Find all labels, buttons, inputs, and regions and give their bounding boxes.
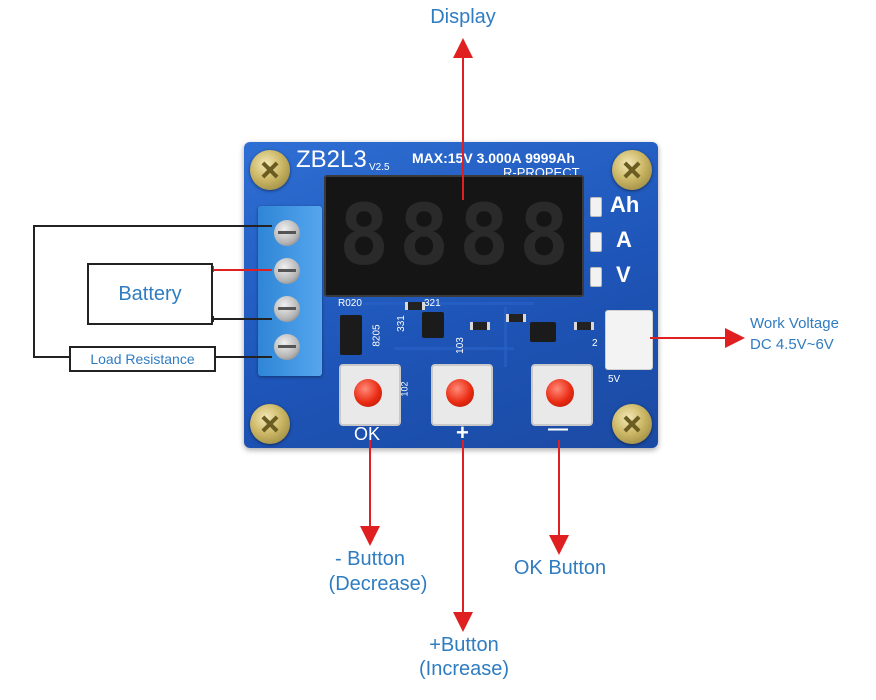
ok-button[interactable] [339,364,401,426]
minus-button-callout-line2: (Decrease) [328,573,428,595]
mounting-screw-icon [250,150,290,190]
minus-button-cap [546,379,574,407]
display-digit: 8 [338,186,390,284]
mounting-screw-icon [250,404,290,444]
minus-button-callout-line1: - Button [334,548,406,570]
mounting-screw-icon [612,404,652,444]
indicator-label-ah: Ah [610,192,640,217]
battery-box: Battery [87,263,213,325]
pcb-trace [394,347,514,350]
smd-resistor [470,322,490,330]
mounting-screw-icon [612,150,652,190]
pcb-trace [504,307,507,367]
terminal-screw-icon [274,220,300,246]
board-spec: MAX:15V 3.000A 9999Ah [412,150,575,166]
seven-segment-display: 8 8 8 8 [324,175,584,297]
plus-button-cap [446,379,474,407]
smd-resistor [574,322,594,330]
silk-plus: + [456,420,469,445]
plus-button-callout-line2: (Increase) [418,658,510,680]
terminal-screw-icon [274,258,300,284]
silk-ok: OK [354,424,381,444]
terminal-screw-icon [274,334,300,360]
board-model: ZB2L3 [296,146,367,173]
display-digit: 8 [518,186,570,284]
smd-resistor [405,302,425,310]
board-version: V2.5 [369,162,390,173]
terminal-block [258,206,322,376]
plus-button-callout-line1: +Button [429,634,499,656]
indicator-led-ah [590,197,602,217]
silk-321: 321 [424,298,441,309]
indicator-led-v [590,267,602,287]
indicator-led-a [590,232,602,252]
silk-minus: — [548,418,568,440]
ok-button-callout: OK Button [513,557,607,579]
pcb-trace [364,302,534,305]
display-callout: Display [430,6,496,28]
power-connector [605,310,653,370]
indicator-label-v: V [616,262,631,287]
silk-r020: R020 [338,298,362,309]
minus-button[interactable] [531,364,593,426]
chip-regulator [530,322,556,342]
silk-5v: 5V [608,374,621,385]
work-voltage-callout-line1: Work Voltage [750,315,839,332]
indicator-label-a: A [616,227,632,252]
work-voltage-callout-line2: DC 4.5V~6V [750,336,834,353]
load-wire-top [33,225,272,358]
display-digit: 8 [458,186,510,284]
chip-321 [422,312,444,338]
display-digit: 8 [398,186,450,284]
ok-button-cap [354,379,382,407]
smd-resistor [506,314,526,322]
plus-button[interactable] [431,364,493,426]
chip-8205 [340,315,362,355]
terminal-screw-icon [274,296,300,322]
silk-2: 2 [592,338,598,349]
load-resistance-box: Load Resistance [69,346,216,372]
